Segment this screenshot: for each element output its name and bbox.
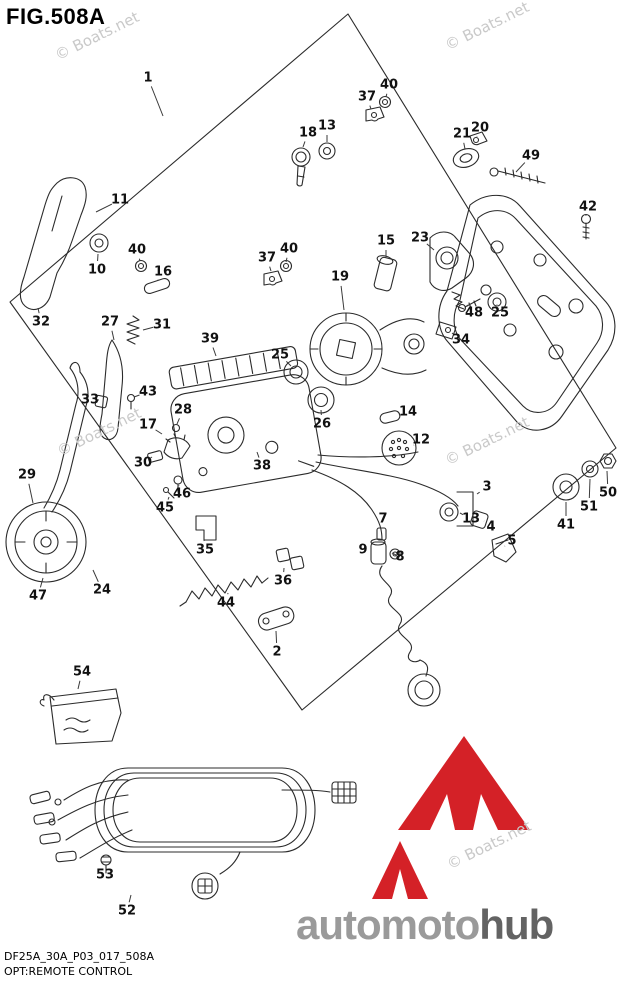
leader-lines	[28, 86, 609, 903]
leader-line-47	[39, 577, 44, 588]
leader-line-54	[77, 680, 81, 690]
leader-line-31	[142, 326, 154, 331]
leader-line-23	[426, 243, 435, 251]
leader-line-45	[167, 496, 170, 500]
leader-line-34	[451, 332, 455, 335]
leader-line-39	[212, 347, 217, 357]
leader-line-40	[138, 258, 141, 262]
leader-line-3	[476, 491, 480, 495]
leader-line-17	[155, 429, 163, 435]
figure-code: DF25A_30A_P03_017_508A	[4, 950, 154, 963]
leader-line-18	[302, 141, 306, 148]
leader-line-11	[95, 203, 113, 213]
figure-title: FIG.508A	[6, 4, 106, 29]
footer: DF25A_30A_P03_017_508A OPT:REMOTE CONTRO…	[4, 949, 154, 979]
leader-line-29	[28, 483, 34, 504]
leader-line-37	[369, 105, 372, 110]
leader-line-27	[111, 330, 115, 341]
leader-line-32	[37, 307, 40, 314]
leader-line-13	[459, 512, 464, 516]
leader-line-51	[588, 478, 591, 499]
leader-line-40	[285, 257, 288, 263]
brand-wordmark: automotohub	[296, 901, 554, 949]
brand-wordmark-right: hub	[479, 901, 554, 948]
leader-line-38	[256, 451, 260, 458]
figure-caption: OPT:REMOTE CONTROL	[4, 965, 133, 978]
leader-line-37	[269, 266, 272, 272]
leader-line-30	[150, 456, 153, 459]
leader-line-49	[515, 162, 526, 173]
leader-line-8	[391, 552, 397, 556]
leader-line-2	[275, 630, 278, 644]
brand-wordmark-left: automoto	[296, 901, 480, 948]
leader-line-50	[606, 470, 609, 485]
leader-line-24	[92, 569, 99, 582]
leader-line-21	[463, 142, 466, 150]
automotohub-logo-icon	[372, 736, 530, 899]
leader-line-28	[176, 418, 180, 425]
leader-line-25	[286, 361, 292, 367]
leader-line-19	[340, 285, 345, 311]
leader-line-40	[385, 93, 388, 98]
leader-line-52	[128, 894, 132, 903]
leader-line-43	[133, 394, 140, 398]
leader-line-1	[150, 86, 164, 117]
diagram-border	[9, 13, 617, 711]
leader-line-48	[466, 304, 469, 307]
